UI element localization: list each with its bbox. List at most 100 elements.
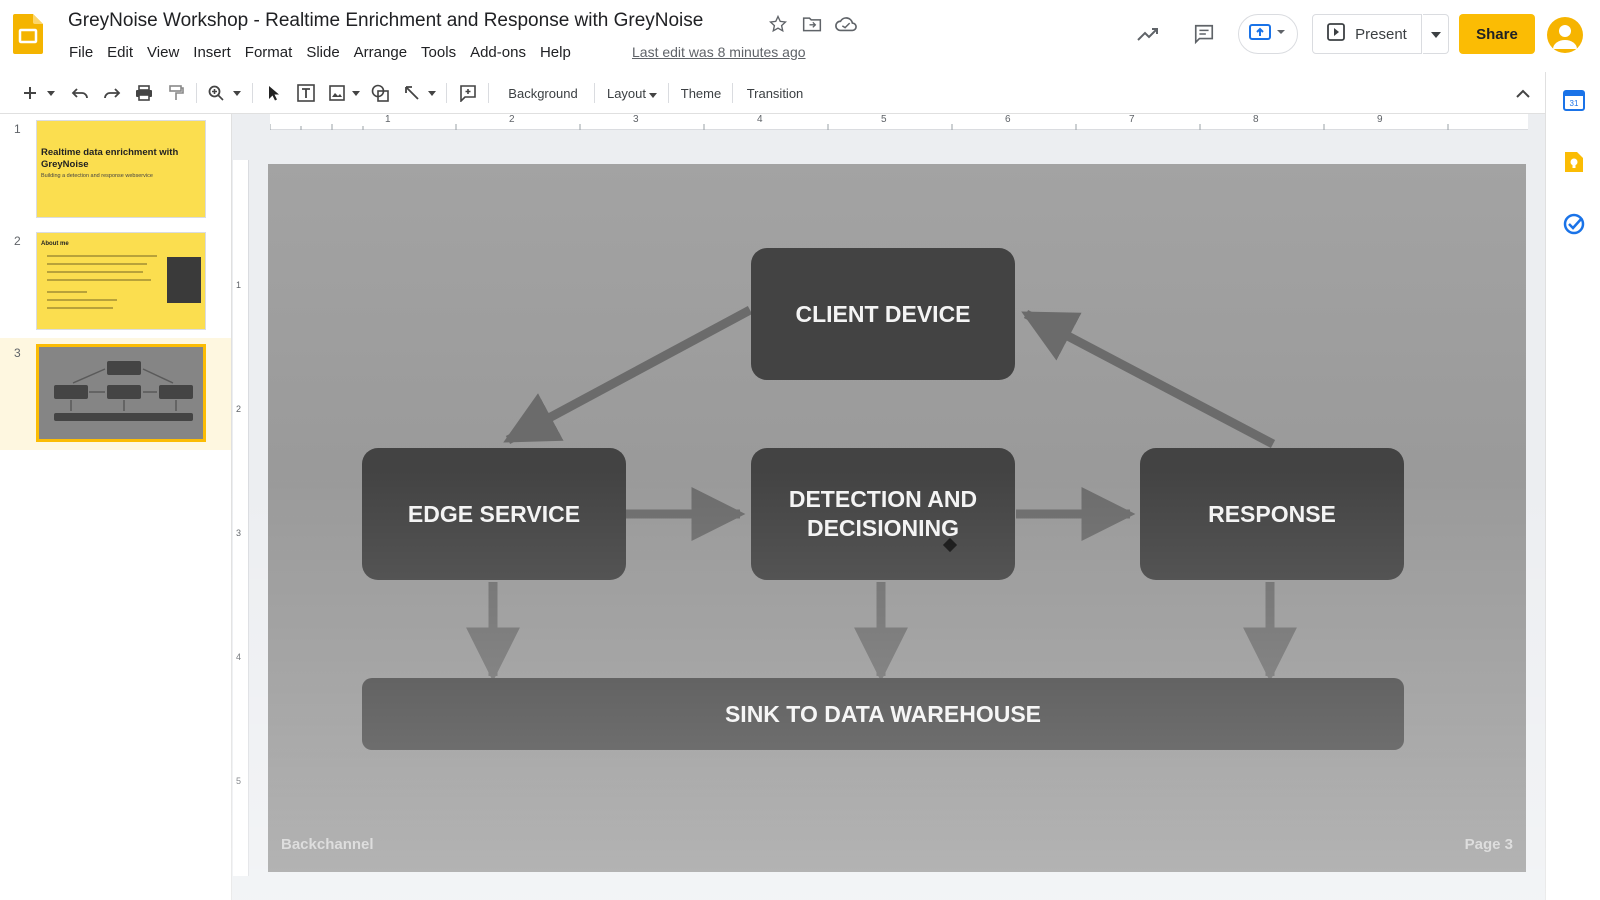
thumbnail-text-line bbox=[47, 307, 113, 309]
print-icon[interactable] bbox=[132, 82, 156, 104]
cloud-status-icon[interactable] bbox=[834, 12, 858, 36]
zoom-chevron-icon[interactable] bbox=[230, 82, 244, 104]
menu-format[interactable]: Format bbox=[244, 44, 293, 61]
present-icon bbox=[1327, 23, 1346, 45]
menu-edit[interactable]: Edit bbox=[107, 44, 134, 61]
slide-thumbnail[interactable] bbox=[36, 344, 206, 442]
menu-file[interactable]: File bbox=[69, 44, 94, 61]
edge-service-box[interactable]: EDGE SERVICE bbox=[362, 448, 626, 580]
ruler-mark: 9 bbox=[1377, 114, 1383, 125]
line-icon[interactable] bbox=[400, 82, 424, 104]
ruler-mark: 7 bbox=[1129, 114, 1135, 125]
filmstrip-slide-2[interactable]: 2 About me bbox=[0, 226, 231, 338]
keep-icon[interactable] bbox=[1562, 150, 1586, 174]
move-folder-icon[interactable] bbox=[800, 12, 824, 36]
toolbar-divider bbox=[594, 83, 595, 103]
arrow-response-to-client bbox=[1021, 310, 1276, 448]
redo-icon[interactable] bbox=[100, 82, 124, 104]
menu-addons[interactable]: Add-ons bbox=[470, 44, 526, 61]
side-panel: 31 bbox=[1545, 72, 1600, 900]
document-title[interactable]: GreyNoise Workshop - Realtime Enrichment… bbox=[68, 10, 704, 31]
menu-help[interactable]: Help bbox=[539, 44, 571, 61]
undo-icon[interactable] bbox=[68, 82, 92, 104]
filmstrip-slide-3[interactable]: 3 bbox=[0, 338, 231, 450]
present-button[interactable]: Present bbox=[1312, 14, 1422, 54]
ruler-mark: 5 bbox=[881, 114, 887, 125]
thumbnail-text-line bbox=[47, 263, 147, 265]
thumbnail-text-line bbox=[47, 299, 117, 301]
chevron-down-icon bbox=[1430, 25, 1441, 43]
calendar-icon[interactable]: 31 bbox=[1562, 88, 1586, 112]
toolbar-divider bbox=[668, 83, 669, 103]
slide-footer-brand: Backchannel bbox=[281, 836, 374, 853]
add-comment-icon[interactable] bbox=[456, 82, 480, 104]
select-cursor-icon[interactable] bbox=[262, 82, 286, 104]
thumbnail-subtitle: Building a detection and response webser… bbox=[41, 173, 153, 179]
ruler-mark: 1 bbox=[385, 114, 391, 125]
ruler-mark: 8 bbox=[1253, 114, 1259, 125]
last-edit-link[interactable]: Last edit was 8 minutes ago bbox=[632, 44, 806, 60]
response-box[interactable]: RESPONSE bbox=[1140, 448, 1404, 580]
share-button[interactable]: Share bbox=[1459, 14, 1535, 54]
toolbar-divider bbox=[488, 83, 489, 103]
layout-label: Layout bbox=[606, 85, 647, 101]
toolbar-divider bbox=[196, 83, 197, 103]
meet-icon bbox=[1248, 22, 1288, 47]
arrow-client-to-edge bbox=[503, 306, 753, 444]
ruler-mark: 3 bbox=[236, 528, 242, 538]
thumbnail-diagram bbox=[54, 361, 193, 421]
slide-thumbnail[interactable]: Realtime data enrichment with GreyNoise … bbox=[36, 120, 206, 218]
comments-icon[interactable] bbox=[1186, 14, 1222, 54]
slide-thumbnail[interactable]: About me bbox=[36, 232, 206, 330]
vertical-ruler: 1 2 3 4 5 bbox=[233, 160, 249, 876]
present-options-dropdown[interactable] bbox=[1423, 14, 1449, 54]
background-button[interactable]: Background bbox=[508, 85, 578, 101]
filmstrip-slide-1[interactable]: 1 Realtime data enrichment with GreyNois… bbox=[0, 114, 231, 226]
data-warehouse-sink-box[interactable]: SINK TO DATA WAREHOUSE bbox=[362, 678, 1404, 750]
slide-filmstrip: 1 Realtime data enrichment with GreyNois… bbox=[0, 114, 232, 900]
zoom-icon[interactable] bbox=[204, 82, 228, 104]
meet-button[interactable] bbox=[1238, 14, 1298, 54]
menu-tools[interactable]: Tools bbox=[421, 44, 457, 61]
activity-trend-icon[interactable] bbox=[1130, 14, 1166, 54]
svg-text:31: 31 bbox=[1570, 99, 1579, 108]
paint-format-icon[interactable] bbox=[164, 82, 188, 104]
slide-number: 2 bbox=[14, 234, 21, 248]
horizontal-ruler: 1 2 3 4 5 6 7 8 9 bbox=[269, 114, 1528, 130]
thumbnail-text-line bbox=[47, 291, 87, 293]
ruler-mark: 2 bbox=[509, 114, 515, 125]
line-chevron-icon[interactable] bbox=[426, 82, 438, 104]
image-icon[interactable] bbox=[326, 82, 348, 104]
text-box-icon[interactable] bbox=[294, 82, 318, 104]
menu-view[interactable]: View bbox=[147, 44, 180, 61]
slide-page-number: Page 3 bbox=[1464, 836, 1513, 853]
menu-insert[interactable]: Insert bbox=[193, 44, 231, 61]
client-device-box[interactable]: CLIENT DEVICE bbox=[751, 248, 1015, 380]
ruler-mark: 1 bbox=[236, 280, 242, 290]
avatar-icon[interactable] bbox=[1547, 17, 1583, 53]
star-icon[interactable] bbox=[766, 12, 790, 36]
ruler-mark: 2 bbox=[236, 404, 242, 414]
theme-button[interactable]: Theme bbox=[680, 85, 722, 101]
toolbar-divider bbox=[252, 83, 253, 103]
thumbnail-title: About me bbox=[41, 241, 69, 247]
menu-bar: File Edit View Insert Format Slide Arran… bbox=[62, 42, 578, 63]
transition-button[interactable]: Transition bbox=[746, 85, 804, 101]
ruler-mark: 5 bbox=[236, 776, 242, 786]
new-slide-icon[interactable] bbox=[16, 82, 44, 104]
detection-decisioning-box[interactable]: DETECTION AND DECISIONING bbox=[751, 448, 1015, 580]
menu-slide[interactable]: Slide bbox=[306, 44, 340, 61]
diagram-arrows bbox=[466, 306, 1297, 682]
menu-arrange[interactable]: Arrange bbox=[353, 44, 408, 61]
slides-logo-icon[interactable] bbox=[13, 14, 43, 54]
ruler-mark: 6 bbox=[1005, 114, 1011, 125]
toolbar-divider bbox=[732, 83, 733, 103]
tasks-icon[interactable] bbox=[1562, 212, 1586, 236]
collapse-toolbar-icon[interactable] bbox=[1512, 82, 1534, 104]
new-slide-layout-chevron-icon[interactable] bbox=[44, 82, 58, 104]
shape-icon[interactable] bbox=[368, 82, 392, 104]
image-chevron-icon[interactable] bbox=[350, 82, 362, 104]
current-slide[interactable]: CLIENT DEVICE EDGE SERVICE DETECTION AND… bbox=[268, 164, 1526, 872]
thumbnail-text-line bbox=[47, 271, 143, 273]
layout-button[interactable]: Layout bbox=[604, 82, 660, 104]
